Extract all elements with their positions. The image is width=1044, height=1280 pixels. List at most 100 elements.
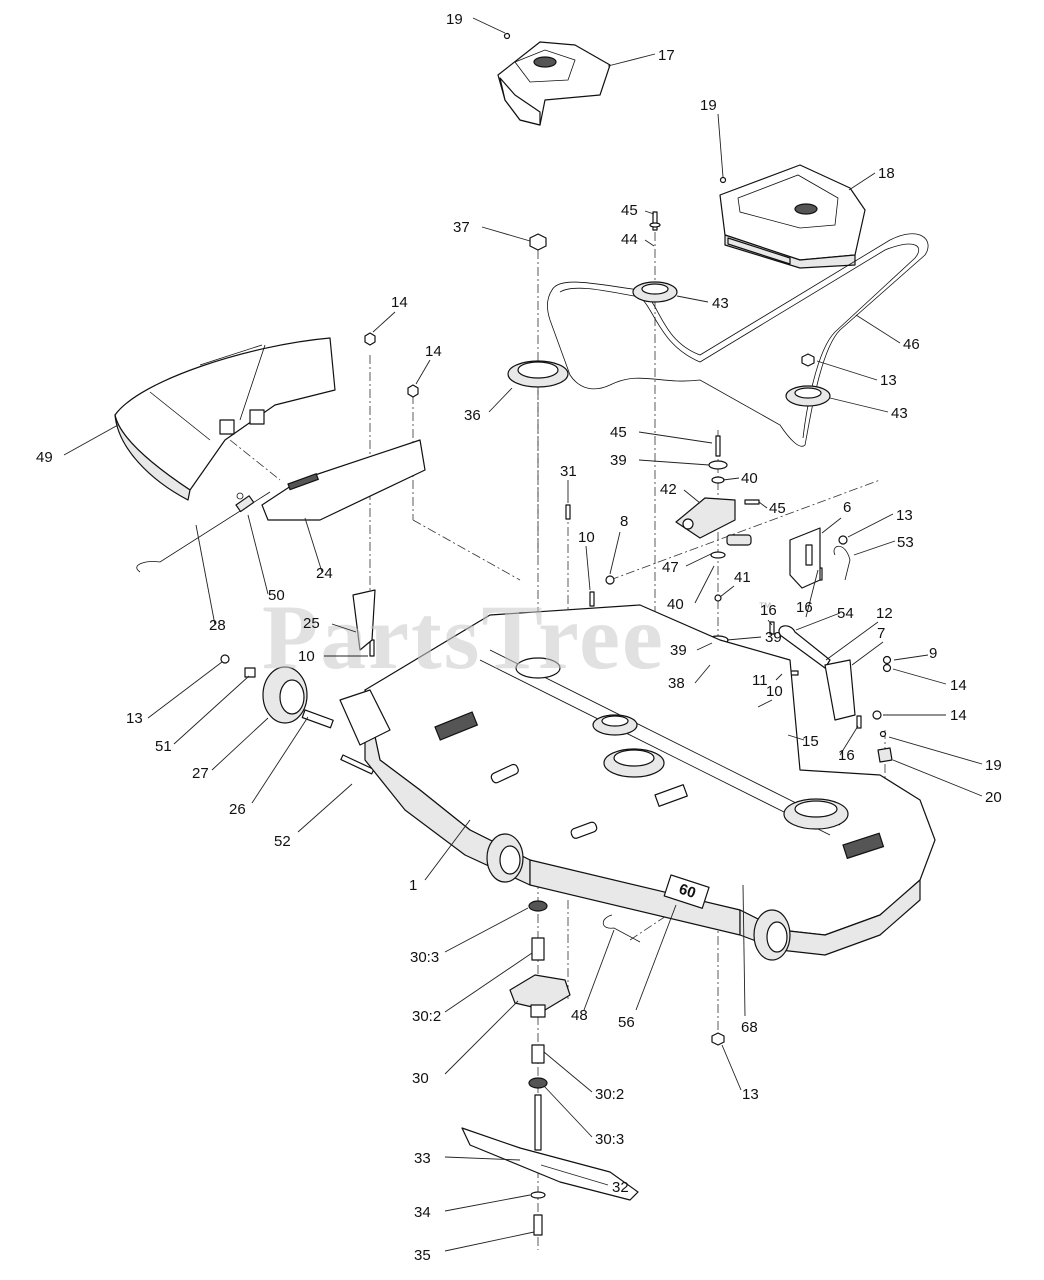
callout-label: 27 xyxy=(192,765,209,782)
callout-leader-22 xyxy=(609,531,621,575)
callout-leader-17 xyxy=(638,459,710,466)
callout-label: 19 xyxy=(446,11,463,28)
callout-label: 34 xyxy=(414,1204,431,1221)
callout-leader-2 xyxy=(607,53,656,67)
callout-label: 13 xyxy=(126,710,143,727)
callout-leader-7 xyxy=(644,239,655,247)
callout-leader-32 xyxy=(694,565,715,604)
callout-leader-61 xyxy=(635,904,677,1011)
callout-label: 30:3 xyxy=(595,1131,624,1148)
callout-label: 46 xyxy=(903,336,920,353)
callout-leader-63 xyxy=(444,1000,519,1075)
callout-label: 45 xyxy=(769,500,786,517)
callout-label: 47 xyxy=(662,559,679,576)
callout-label: 16 xyxy=(760,602,777,619)
callout-label: 10 xyxy=(298,648,315,665)
callout-label: 30:3 xyxy=(410,949,439,966)
callout-leader-24 xyxy=(847,513,894,538)
callout-leader-65 xyxy=(721,1044,742,1091)
callout-leader-49 xyxy=(173,675,250,745)
callout-leader-54 xyxy=(892,759,983,797)
callout-label: 16 xyxy=(838,747,855,764)
belt-cover-right xyxy=(719,164,866,269)
callout-label: 43 xyxy=(891,405,908,422)
callout-label: 24 xyxy=(316,565,333,582)
callout-leader-51 xyxy=(839,725,859,756)
belt-cover-left xyxy=(497,41,611,126)
callout-label: 19 xyxy=(985,757,1002,774)
callout-label: 1 xyxy=(409,877,417,894)
callout-leader-44 xyxy=(775,673,783,681)
callout-label: 39 xyxy=(670,642,687,659)
leader-lines xyxy=(63,17,983,1252)
callout-label: 16 xyxy=(796,599,813,616)
callout-leader-11 xyxy=(855,314,901,344)
callout-label: 52 xyxy=(274,833,291,850)
callout-leader-52 xyxy=(211,717,269,771)
callout-label: 48 xyxy=(571,1007,588,1024)
callout-leader-36 xyxy=(825,621,879,661)
callout-label: 19 xyxy=(700,97,717,114)
svg-text:60: 60 xyxy=(677,881,698,902)
callout-label: 41 xyxy=(734,569,751,586)
callout-label: 13 xyxy=(880,372,897,389)
callout-leader-18 xyxy=(722,477,740,481)
svg-text:™: ™ xyxy=(758,599,772,615)
callout-label: 14 xyxy=(425,343,442,360)
callout-label: 44 xyxy=(621,231,638,248)
callout-leader-60 xyxy=(583,929,615,1011)
callout-leader-3 xyxy=(717,113,724,178)
callout-leader-66 xyxy=(543,1085,593,1138)
callout-label: 10 xyxy=(578,529,595,546)
callout-leader-56 xyxy=(297,783,353,833)
callout-label: 51 xyxy=(155,738,172,755)
callout-leader-13 xyxy=(488,387,513,413)
callout-leader-55 xyxy=(251,716,309,804)
callout-leader-50 xyxy=(787,734,805,741)
callout-label: 40 xyxy=(667,596,684,613)
callout-label: 53 xyxy=(897,534,914,551)
callout-leader-33 xyxy=(767,619,773,626)
callout-label: 30 xyxy=(412,1070,429,1087)
callout-leader-67 xyxy=(444,1156,521,1161)
callout-leader-43 xyxy=(694,664,711,684)
callout-label: 54 xyxy=(837,605,854,622)
callout-leader-9 xyxy=(372,311,396,333)
callout-leader-26 xyxy=(853,540,896,556)
watermark: PartsTree ™ xyxy=(262,586,772,688)
callout-leader-57 xyxy=(424,819,471,881)
callout-label: 49 xyxy=(36,449,53,466)
callout-label: 50 xyxy=(268,587,285,604)
callout-leader-69 xyxy=(444,1194,531,1212)
callout-label: 26 xyxy=(229,801,246,818)
callout-leader-15 xyxy=(63,424,119,456)
svg-text:PartsTree: PartsTree xyxy=(262,586,665,688)
callout-label: 20 xyxy=(985,789,1002,806)
callout-label: 14 xyxy=(391,294,408,311)
callout-label: 38 xyxy=(668,675,685,692)
callout-leader-70 xyxy=(444,1231,535,1252)
anti-scalp-wheels xyxy=(262,666,791,961)
callout-leader-45 xyxy=(892,668,947,685)
callout-leader-62 xyxy=(742,884,746,1017)
callout-label: 56 xyxy=(618,1014,635,1031)
drive-belt xyxy=(546,233,929,447)
callout-label: 25 xyxy=(303,615,320,632)
callout-leader-59 xyxy=(444,952,533,1013)
callout-label: 45 xyxy=(621,202,638,219)
callout-leader-68 xyxy=(540,1164,609,1186)
callout-leader-6 xyxy=(481,226,531,242)
callout-label: 14 xyxy=(950,677,967,694)
callout-leader-29 xyxy=(247,514,269,595)
callout-label: 13 xyxy=(742,1086,759,1103)
callout-label: 28 xyxy=(209,617,226,634)
callout-leader-16 xyxy=(638,431,713,444)
callout-leader-5 xyxy=(644,210,655,215)
callout-leader-20 xyxy=(683,489,701,504)
callout-leader-34 xyxy=(805,569,819,618)
callout-label: 6 xyxy=(843,499,851,516)
callout-label: 31 xyxy=(560,463,577,480)
callout-leader-58 xyxy=(444,907,529,953)
